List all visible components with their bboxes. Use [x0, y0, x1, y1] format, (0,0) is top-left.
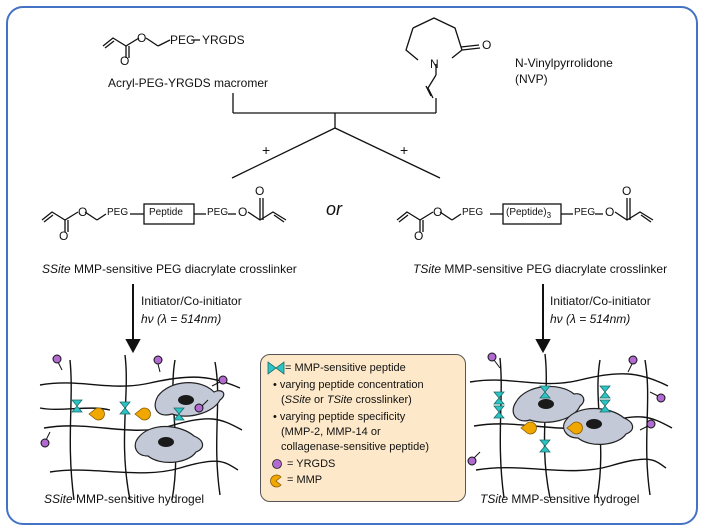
ssite-peptides [71, 399, 185, 421]
mmp-sensitive-peptide [493, 391, 505, 399]
nvp-abbrev: (NVP) [515, 72, 548, 86]
ssite-o-ester: O [78, 205, 88, 219]
ssite-initiator: Initiator/Co-initiator [141, 294, 242, 308]
macromer-name: Acryl-PEG-YRGDS macromer [108, 76, 269, 90]
tsite-light: hν (λ = 514nm) [550, 312, 631, 326]
macromer-peg: PEG [170, 33, 196, 47]
or-label: or [326, 199, 343, 219]
legend-box: = MMP-sensitive peptide • varying peptid… [260, 354, 466, 502]
reaction-arrows [125, 284, 551, 354]
tsite-crosslinker-name: TSite MMP-sensitive PEG diacrylate cross… [413, 262, 668, 276]
mmp-sensitive-peptide [173, 407, 185, 415]
legend-bullet-2b: (MMP-2, MMP-14 or [281, 426, 381, 438]
legend-ygrds-label: = YRGDS [287, 458, 336, 470]
mmp-sensitive-peptide [119, 401, 131, 409]
tsite-peg-2: PEG [574, 207, 596, 218]
cell-nucleus [178, 395, 194, 405]
cell-nucleus [538, 399, 554, 409]
ssite-light: hν (λ = 514nm) [141, 312, 222, 326]
mmp-enzyme [566, 421, 583, 435]
mmp-enzyme [88, 407, 105, 421]
ssite-crosslinker-name: SSite MMP-sensitive PEG diacrylate cross… [42, 262, 297, 276]
plus-right: + [400, 142, 409, 158]
ssite-cells [134, 382, 225, 463]
tsite-o-carbonyl: O [414, 229, 424, 243]
tsite-o-carbonyl-2: O [622, 184, 632, 198]
cell-nucleus [586, 419, 602, 429]
legend-peptide-icon [267, 361, 285, 375]
mmp-sensitive-peptide [599, 385, 611, 393]
tsite-peptides [493, 385, 611, 453]
legend-peptide-label: = MMP-sensitive peptide [285, 362, 406, 374]
mmp-sensitive-peptide [71, 399, 83, 407]
ssite-o-carbonyl-2: O [255, 184, 265, 198]
tsite-o-ester-2: O [605, 205, 615, 219]
ssite-peg-1: PEG [107, 207, 129, 218]
legend-mmp-icon [270, 474, 282, 488]
tsite-o-ester: O [433, 205, 443, 219]
legend-ygrds-icon [272, 459, 282, 469]
tsite-peptide: (Peptide)3 [506, 207, 552, 220]
ssite-hydrogel-name: SSite MMP-sensitive hydrogel [44, 492, 205, 506]
ssite-o-carbonyl: O [59, 229, 69, 243]
macromer-o-label: O [120, 54, 130, 68]
cell-nucleus [158, 437, 174, 447]
ygrds-pendants [40, 352, 666, 466]
legend-mmp-label: = MMP [287, 474, 323, 486]
legend-bullet-1b: (SSite or TSite crosslinker) [281, 394, 412, 406]
legend-bullet-1: • varying peptide concentration [273, 379, 424, 391]
macromer-yrgds: YRGDS [202, 33, 245, 47]
mmp-enzyme [134, 407, 151, 421]
ssite-mmps [88, 407, 151, 421]
macromer-structure [102, 37, 200, 58]
mmp-enzyme [520, 421, 537, 435]
tsite-peg-1: PEG [462, 207, 484, 218]
nvp-n-label: N [430, 57, 439, 71]
nvp-name: N-Vinylpyrrolidone [515, 56, 613, 70]
ssite-peg-2: PEG [207, 207, 229, 218]
nvp-structure [405, 17, 481, 99]
ssite-structure [41, 198, 287, 232]
tsite-mmps [520, 421, 583, 435]
plus-left: + [262, 142, 271, 158]
tsite-initiator: Initiator/Co-initiator [550, 294, 651, 308]
tsite-hydrogel-name: TSite MMP-sensitive hydrogel [480, 492, 640, 506]
legend-bullet-2c: collagenase-sensitive peptide) [281, 441, 429, 453]
ssite-peptide: Peptide [149, 207, 183, 218]
ssite-o-ester-2: O [238, 205, 248, 219]
nvp-o-label: O [482, 38, 492, 52]
macromer-o-link: O [137, 31, 147, 45]
legend-bullet-2: • varying peptide specificity [273, 411, 406, 423]
merge-lines [231, 93, 441, 179]
tsite-structure [396, 198, 654, 232]
mmp-sensitive-peptide [539, 385, 551, 393]
